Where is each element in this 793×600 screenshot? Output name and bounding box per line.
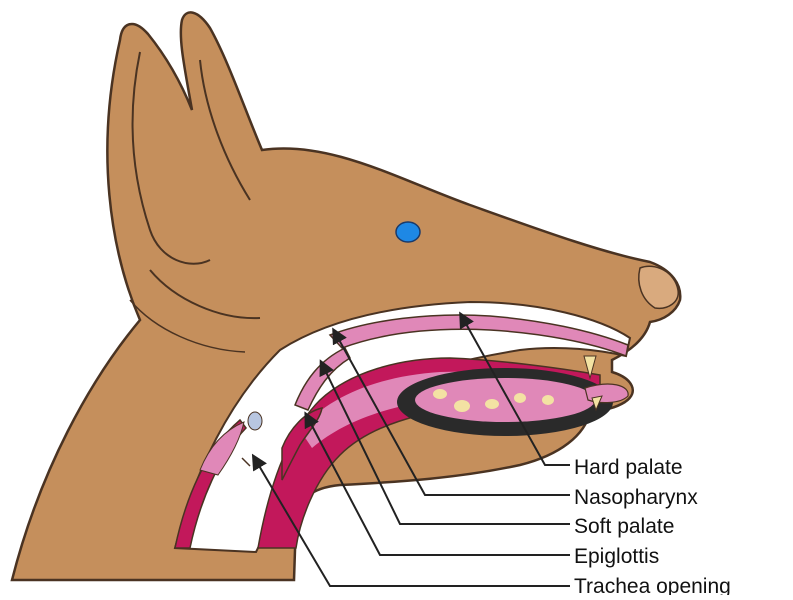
mouth-interior bbox=[415, 378, 595, 422]
label-nasopharynx: Nasopharynx bbox=[574, 486, 698, 509]
molar-2 bbox=[454, 400, 470, 412]
trachea-opening bbox=[248, 412, 262, 430]
molar-1 bbox=[433, 389, 447, 399]
molar-4 bbox=[514, 393, 526, 403]
lower-jaw-tip bbox=[585, 384, 628, 403]
label-hard-palate: Hard palate bbox=[574, 456, 683, 479]
label-trachea-opening: Trachea opening bbox=[574, 575, 731, 595]
molar-5 bbox=[542, 395, 554, 405]
molar-3 bbox=[485, 399, 499, 409]
label-epiglottis: Epiglottis bbox=[574, 545, 659, 568]
eye bbox=[396, 222, 420, 242]
label-soft-palate: Soft palate bbox=[574, 515, 674, 538]
